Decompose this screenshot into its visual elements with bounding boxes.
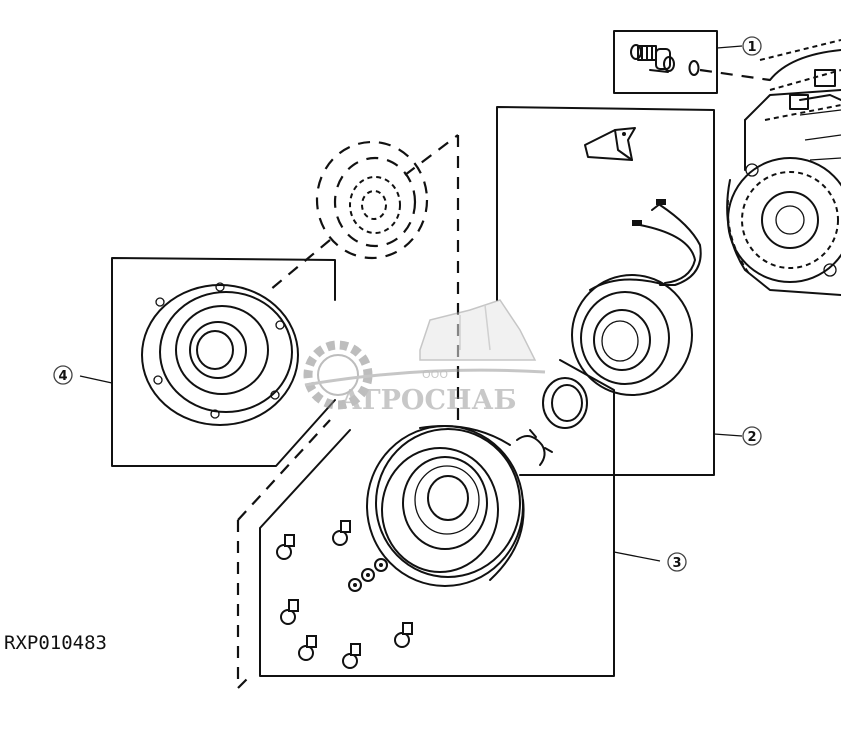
part-1-valve-box [613,30,743,94]
svg-text:АГРОСНАБ: АГРОСНАБ [340,385,517,416]
callout-2: 2 [742,426,762,446]
part-2-coil-box [496,106,743,476]
valve-fitting [630,44,675,73]
callout-4: 4 [53,365,73,385]
snap-ring [542,377,588,429]
svg-text:3: 3 [672,556,681,571]
part-4-hub-box [79,257,336,467]
drive-plate-dashed [269,134,460,420]
o-ring [688,60,700,76]
bracket [584,127,636,161]
tractor-icon [419,299,537,361]
callout-1: 1 [742,36,762,56]
svg-text:4: 4 [58,369,67,384]
compressor-body [699,39,841,296]
coil-wires [632,199,702,286]
svg-text:1: 1 [747,40,756,55]
part-3-pulley-box [236,359,661,689]
drawing-code: RXP010483 [4,632,107,654]
svg-text:ООО: ООО [422,368,448,381]
callout-3: 3 [667,552,687,572]
bolts [276,520,413,669]
watermark-logo: ООО АГРОСНАБ [303,299,546,416]
shims [348,558,388,592]
clutch-hub [141,282,299,426]
svg-text:2: 2 [747,430,756,445]
retainer-clip [516,429,553,466]
field-coil [571,274,693,396]
pulley [366,425,525,587]
